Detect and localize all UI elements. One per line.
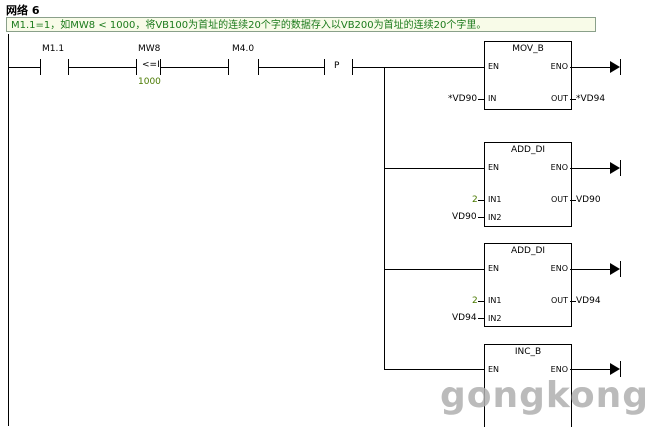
in2-operand[interactable]: VD94 xyxy=(452,313,477,323)
eno-line xyxy=(570,168,610,169)
eno-bar xyxy=(620,59,621,75)
edge-contact-left[interactable] xyxy=(324,59,325,75)
operand-line xyxy=(570,99,576,100)
eno-line xyxy=(570,369,610,370)
add-di-box[interactable]: ADD_DI EN ENO IN1 IN2 OUT xyxy=(484,142,572,227)
eno-arrow-icon xyxy=(610,363,620,375)
operand-line xyxy=(478,200,484,201)
box-title: ADD_DI xyxy=(510,145,546,155)
operand-line xyxy=(478,318,484,319)
rung-line xyxy=(160,67,228,68)
contact-m1-1-label: M1.1 xyxy=(42,44,65,54)
eno-pin: ENO xyxy=(550,365,568,374)
eno-arrow-icon xyxy=(610,162,620,174)
branch-rung xyxy=(384,269,484,270)
branch-rung xyxy=(384,369,484,370)
inc-b-box[interactable]: INC_B EN ENO xyxy=(484,344,572,427)
operand-line xyxy=(478,301,484,302)
in-operand[interactable]: *VD90 xyxy=(448,94,478,104)
operand-line xyxy=(478,217,484,218)
in-pin: IN xyxy=(488,94,497,103)
operand-line xyxy=(570,200,576,201)
eno-bar xyxy=(620,261,621,277)
eno-line xyxy=(570,269,610,270)
power-rail xyxy=(8,34,9,426)
eno-arrow-icon xyxy=(610,61,620,73)
operand-line xyxy=(478,99,484,100)
in1-operand[interactable]: 2 xyxy=(472,296,478,306)
in1-pin: IN1 xyxy=(488,195,502,204)
box-title: MOV_B xyxy=(512,44,544,54)
out-operand[interactable]: VD90 xyxy=(576,195,601,205)
branch-rung xyxy=(384,168,484,169)
compare-contact-label: MW8 xyxy=(138,44,161,54)
eno-pin: ENO xyxy=(550,163,568,172)
compare-contact-left[interactable] xyxy=(136,59,137,75)
contact-m4-0-label: M4.0 xyxy=(232,44,255,54)
eno-bar xyxy=(620,361,621,377)
box-title: INC_B xyxy=(514,347,542,357)
rung-line xyxy=(258,67,324,68)
rung-line xyxy=(8,67,40,68)
en-pin: EN xyxy=(488,365,500,374)
en-pin: EN xyxy=(488,163,500,172)
eno-bar xyxy=(620,160,621,176)
en-pin: EN xyxy=(488,62,500,71)
in1-operand[interactable]: 2 xyxy=(472,195,478,205)
eno-line xyxy=(570,67,610,68)
out-pin: OUT xyxy=(550,296,568,305)
add-di-box[interactable]: ADD_DI EN ENO IN1 IN2 OUT xyxy=(484,243,572,327)
mov-b-box[interactable]: MOV_B EN ENO IN OUT xyxy=(484,41,572,110)
contact-m1-1-left[interactable] xyxy=(40,59,41,75)
compare-value: 1000 xyxy=(138,77,161,87)
contact-m4-0-left[interactable] xyxy=(228,59,229,75)
operand-line xyxy=(570,301,576,302)
watermark-logo: gongkong xyxy=(440,375,650,416)
network-title: 网络 6 xyxy=(6,4,40,17)
en-pin: EN xyxy=(488,264,500,273)
rung-line xyxy=(352,67,484,68)
in2-pin: IN2 xyxy=(488,314,502,323)
compare-operator: <=I xyxy=(142,60,160,70)
eno-pin: ENO xyxy=(550,264,568,273)
out-operand[interactable]: VD94 xyxy=(576,296,601,306)
out-pin: OUT xyxy=(550,94,568,103)
branch-line xyxy=(384,67,385,369)
in2-operand[interactable]: VD90 xyxy=(452,212,477,222)
rung-line xyxy=(68,67,136,68)
out-pin: OUT xyxy=(550,195,568,204)
in2-pin: IN2 xyxy=(488,213,502,222)
eno-arrow-icon xyxy=(610,263,620,275)
network-comment[interactable]: M1.1=1，如MW8 < 1000，将VB100为首址的连续20个字的数据存入… xyxy=(6,17,596,32)
edge-contact-label: P xyxy=(334,61,340,71)
eno-pin: ENO xyxy=(550,62,568,71)
out-operand[interactable]: *VD94 xyxy=(576,94,606,104)
box-title: ADD_DI xyxy=(510,246,546,256)
in1-pin: IN1 xyxy=(488,296,502,305)
